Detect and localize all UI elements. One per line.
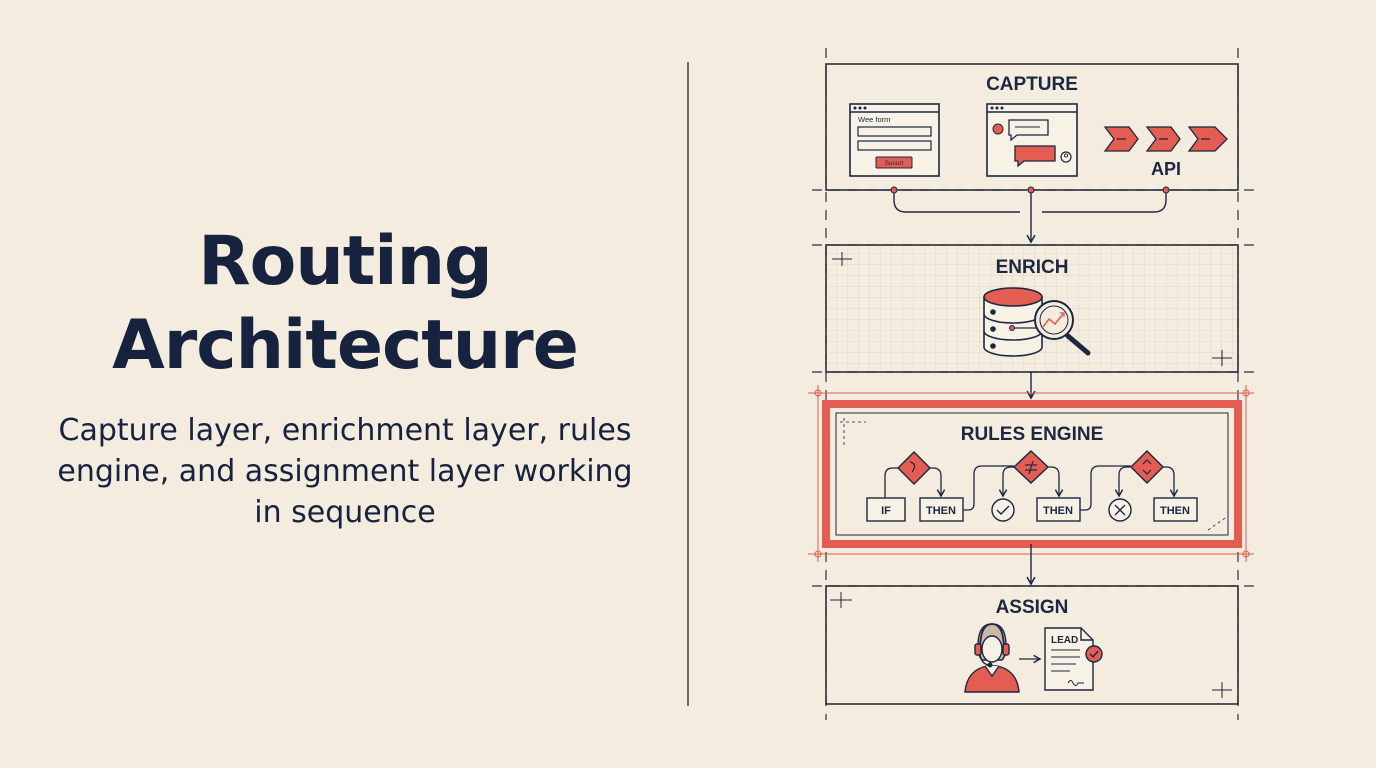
database-icon [983,287,1043,357]
assign-corner-marks [830,592,1232,698]
rules-corner-marks [840,418,1229,531]
assign-label: ASSIGN [996,597,1069,618]
rules-engine-label: RULES ENGINE [961,424,1104,445]
chat-window-icon [986,103,1078,177]
assign-layer: ASSIGN LE [825,585,1239,705]
rules-boxes [866,497,1198,522]
then-label-3: THEN [1160,505,1190,517]
api-label: API [1151,159,1181,179]
intro-panel: Routing Architecture Capture layer, enri… [40,220,650,533]
rules-guides [808,385,1254,562]
magnifier-icon [1034,300,1091,356]
check-circle-icon [991,498,1015,522]
agent-headset-icon [964,623,1020,693]
page-title: Routing Architecture [112,222,579,385]
web-form-icon: Wee form Susurt [849,103,940,177]
rules-engine-layer: RULES ENGINE [808,385,1254,562]
decision-diamond-icon [897,450,1164,485]
then-label-2: THEN [1043,505,1073,517]
web-form-title: Wee form [858,115,890,124]
capture-layer: CAPTURE Wee form Susurt [825,63,1239,191]
web-form-submit-label: Susurt [885,160,904,167]
then-label-1: THEN [926,505,956,517]
page-subtitle: Capture layer, enrichment layer, rules e… [57,413,633,530]
rules-flow-lines [884,465,1179,511]
vertical-divider [687,62,689,706]
api-arrows-icon [1103,126,1228,152]
if-label: IF [881,505,891,517]
enrich-layer: ENRICH [825,244,1239,373]
x-circle-icon [1108,498,1132,522]
capture-label: CAPTURE [986,74,1078,95]
enrich-label: ENRICH [996,257,1069,278]
corner-marks [832,252,1232,366]
lead-label: LEAD [1051,635,1078,646]
lead-document-icon [1044,627,1103,691]
capture-connectors [893,190,1167,244]
